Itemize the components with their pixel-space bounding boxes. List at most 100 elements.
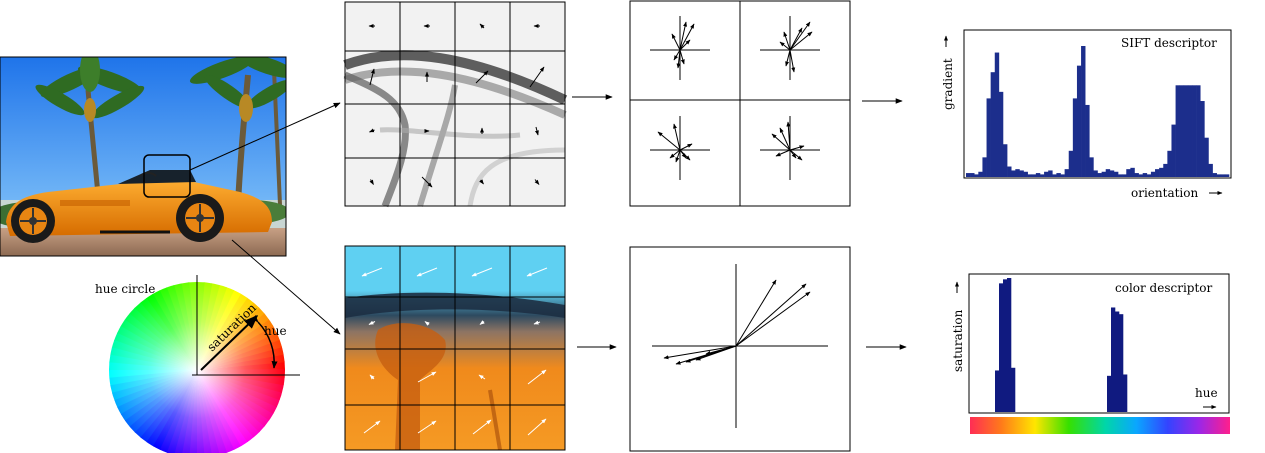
histogram-bar	[1085, 104, 1090, 177]
orientation-vector	[669, 149, 681, 159]
histogram-bar	[1027, 174, 1033, 177]
color-arrow	[527, 418, 547, 436]
orientation-vector	[679, 21, 688, 51]
color-vector	[735, 291, 811, 347]
histogram-bar	[1064, 169, 1070, 177]
color-arrow	[479, 320, 485, 325]
color-arrow	[478, 374, 486, 380]
histogram-bar	[1105, 169, 1111, 177]
histogram-bar	[1011, 367, 1016, 412]
histogram-bar	[1220, 174, 1226, 177]
orientation-vector	[786, 121, 791, 151]
color-vector	[735, 283, 807, 347]
histogram-bar	[1130, 167, 1135, 177]
histogram-bar	[1052, 174, 1057, 177]
sift-chart-title: SIFT descriptor	[1121, 36, 1217, 50]
histogram-bar	[1097, 173, 1102, 177]
arrow-to-gradient-patch	[189, 102, 341, 171]
color-patch	[344, 245, 566, 451]
orientation-vector	[789, 27, 803, 51]
histogram-bar	[1007, 166, 1012, 177]
histogram-bar	[1048, 170, 1053, 177]
histogram-bar	[1146, 174, 1152, 177]
histogram-bar	[1019, 170, 1024, 177]
car-photo	[0, 57, 286, 256]
histogram-bar	[1171, 124, 1176, 177]
histogram-bar	[1072, 98, 1078, 177]
color-arrow	[472, 419, 492, 435]
orange-car	[6, 170, 272, 243]
histogram-bar	[995, 370, 1000, 412]
histogram-bar	[1056, 173, 1061, 177]
color-arrow	[363, 420, 381, 434]
orientation-vector	[775, 149, 791, 157]
histogram-bar	[1003, 279, 1008, 412]
histogram-bar	[1035, 173, 1041, 177]
histogram-bar	[1113, 171, 1119, 177]
histogram-bar	[1224, 174, 1230, 177]
histogram-bar	[1118, 174, 1123, 177]
gradient-patch	[343, 1, 568, 208]
histogram-bar	[1175, 85, 1180, 177]
histogram-bar	[998, 91, 1004, 177]
histogram-bar	[1115, 311, 1120, 412]
orientation-vector	[675, 149, 681, 163]
histogram-bar	[1109, 170, 1115, 177]
color-arrow	[417, 371, 437, 383]
color-vector	[735, 279, 777, 347]
color-chart-title: color descriptor	[1115, 281, 1213, 295]
sift-x-label: orientation	[1131, 186, 1198, 200]
histogram-bar	[1122, 174, 1127, 177]
orientation-vector	[789, 149, 797, 159]
histogram-bar	[1126, 169, 1131, 177]
histogram-bar	[1196, 85, 1201, 177]
color-vector	[685, 345, 737, 363]
histogram-bar	[1011, 170, 1016, 177]
histogram-bar	[1150, 171, 1156, 177]
gradient-arrow	[369, 68, 375, 86]
color-x-label: hue	[1195, 386, 1218, 400]
histogram-bar	[1107, 375, 1112, 412]
hue-circle-label: hue circle	[95, 282, 155, 296]
orientation-vector	[679, 143, 693, 151]
orientation-vector	[673, 123, 681, 151]
histogram-bar	[970, 173, 975, 177]
hue-arc-arrow	[251, 315, 278, 369]
sift-descriptor-chart: SIFT descriptor orientation gradient	[941, 29, 1232, 200]
arrow-to-color-patch	[231, 239, 341, 335]
gradient-arrow	[369, 179, 374, 185]
histogram-bar	[986, 98, 991, 177]
histogram-bar	[1142, 173, 1148, 177]
histogram-bar	[1183, 85, 1189, 177]
histogram-bar	[1101, 171, 1107, 177]
color-arrow	[424, 321, 430, 326]
gradient-arrow	[534, 126, 539, 136]
color-arrow	[416, 267, 438, 277]
orientation-vector	[657, 131, 681, 151]
histogram-bar	[999, 283, 1004, 412]
orientation-vector	[789, 21, 811, 51]
histogram-bar	[1179, 85, 1185, 177]
histogram-bar	[1216, 174, 1222, 177]
color-arrow	[369, 374, 375, 380]
hue-label: hue	[264, 324, 287, 338]
color-arrow	[526, 267, 548, 277]
histogram-bar	[1208, 163, 1213, 177]
hue-circle	[109, 275, 300, 453]
histogram-bar	[1134, 173, 1139, 177]
orientation-vector	[783, 31, 791, 51]
histogram-bar	[994, 52, 1000, 177]
orientation-vector	[676, 49, 681, 69]
histogram-bar	[1060, 174, 1065, 177]
histogram-bar	[982, 157, 987, 177]
palm-tree-right	[189, 57, 286, 122]
histogram-bar	[1039, 174, 1045, 177]
region-of-interest	[143, 154, 191, 198]
histogram-bar	[1119, 314, 1124, 412]
histogram-bar	[1192, 85, 1197, 177]
histogram-bar	[1023, 171, 1028, 177]
color-vector-panel	[629, 246, 851, 452]
saturation-arrow	[200, 315, 259, 371]
orientation-vector	[785, 49, 791, 67]
